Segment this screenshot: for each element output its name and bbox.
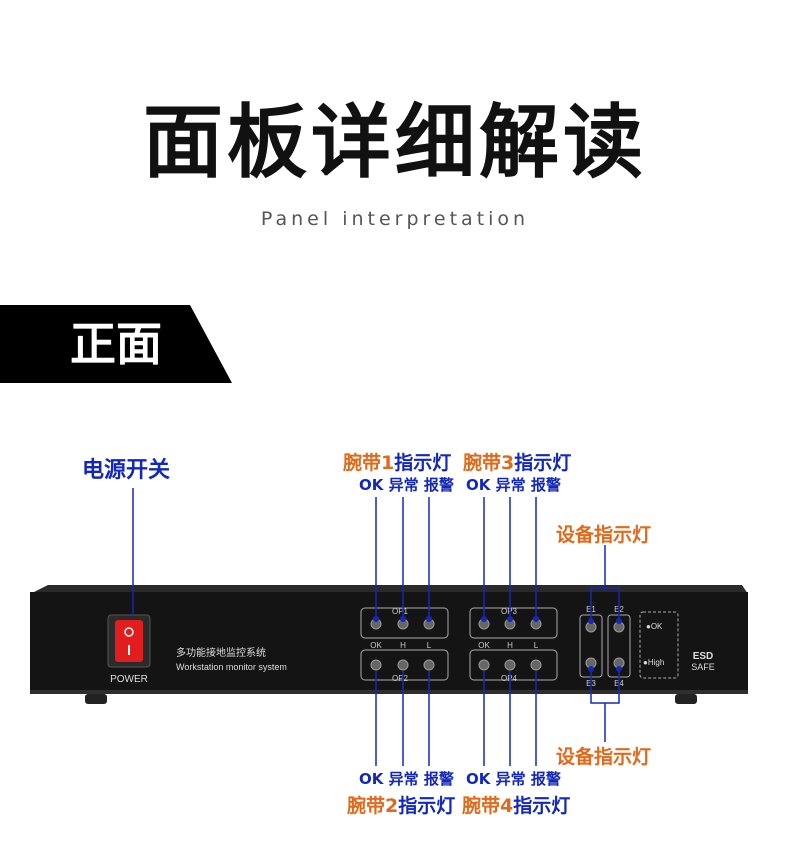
wristband3-suffix: 指示灯	[514, 452, 572, 474]
bottom-right-sublabels: OK 异常 报警	[466, 768, 561, 789]
section-label: 正面	[70, 317, 162, 371]
op1-text: OP1	[392, 607, 409, 616]
wristband4-suffix: 指示灯	[513, 795, 571, 817]
legend-frame	[639, 611, 679, 679]
wristband1-prefix: 腕带	[343, 452, 382, 474]
op-left-l-text: L	[427, 641, 432, 650]
section-banner	[0, 305, 232, 383]
op-right-h-text: H	[507, 641, 513, 650]
abnormal-label: 异常	[495, 770, 526, 788]
power-switch[interactable]	[115, 620, 143, 662]
power-off-mark-icon	[128, 645, 130, 655]
leader-dots	[373, 616, 622, 672]
wristband1-indicator-label: 腕带1指示灯	[343, 448, 451, 475]
alarm-label: 报警	[423, 476, 454, 494]
leader-dot	[507, 616, 513, 622]
esd-logo-top: ESD	[693, 651, 714, 662]
op3-frame	[469, 607, 558, 639]
device-name-cn: 多功能接地监控系统	[176, 646, 266, 659]
wristband2-num: 2	[385, 795, 399, 817]
device-indicator-label-bottom: 设备指示灯	[556, 746, 652, 768]
op2-l-led	[423, 659, 435, 671]
device-name-en: Workstation monitor system	[176, 662, 287, 672]
wristband3-num: 3	[501, 452, 515, 474]
op-left-h-text: H	[400, 641, 406, 650]
leader-dot	[373, 616, 379, 622]
op-right-l-text: L	[534, 641, 539, 650]
wristband2-prefix: 腕带	[347, 795, 386, 817]
op2-frame	[360, 649, 449, 681]
alarm-label: 报警	[530, 770, 561, 788]
leader-lines	[132, 488, 620, 766]
op4-ok-led	[478, 659, 490, 671]
wristband4-prefix: 腕带	[462, 795, 501, 817]
device-foot-left	[85, 694, 107, 704]
ok-label: OK	[359, 476, 384, 494]
op2-ok-led	[370, 659, 382, 671]
op4-l-led	[530, 659, 542, 671]
leader-dot	[426, 616, 432, 622]
ok-label: OK	[359, 770, 384, 788]
device-bottom-edge	[30, 690, 748, 694]
wristband3-indicator-label: 腕带3指示灯	[463, 448, 571, 475]
abnormal-label: 异常	[495, 476, 526, 494]
wristband1-suffix: 指示灯	[394, 452, 452, 474]
ok-label: OK	[466, 770, 491, 788]
power-on-mark-icon	[124, 627, 134, 637]
op2-h-led	[397, 659, 409, 671]
wristband4-num: 4	[500, 795, 514, 817]
leader-dot	[481, 616, 487, 622]
op-left-ok-text: OK	[370, 641, 382, 650]
page-title: 面板详细解读	[143, 96, 647, 189]
leader-dot	[533, 616, 539, 622]
power-text: POWER	[110, 674, 148, 685]
wristband2-suffix: 指示灯	[398, 795, 456, 817]
op4-h-led	[504, 659, 516, 671]
page-subtitle: Panel interpretation	[260, 208, 530, 230]
op-right-ok-text: OK	[478, 641, 490, 650]
alarm-label: 报警	[530, 476, 561, 494]
leader-dot	[588, 618, 594, 624]
leader-dot	[588, 666, 594, 672]
top-left-sublabels: OK 异常 报警	[359, 474, 454, 495]
wristband3-prefix: 腕带	[463, 452, 502, 474]
op4-frame	[469, 649, 558, 681]
abnormal-label: 异常	[388, 770, 419, 788]
alarm-label: 报警	[423, 770, 454, 788]
abnormal-label: 异常	[388, 476, 419, 494]
wristband2-indicator-label: 腕带2指示灯	[347, 791, 455, 818]
ok-label: OK	[466, 476, 491, 494]
legend-high-text: ●High	[643, 658, 664, 667]
device-foot-right	[675, 694, 697, 704]
leader-dot	[400, 616, 406, 622]
op2-text: OP2	[392, 674, 409, 683]
power-switch-label: 电源开关	[82, 458, 171, 483]
bottom-left-sublabels: OK 异常 报警	[359, 768, 454, 789]
device-indicator-label-top: 设备指示灯	[556, 524, 652, 546]
leader-dot	[616, 666, 622, 672]
op1-frame	[360, 607, 449, 639]
legend-ok-text: ●OK	[646, 622, 663, 631]
top-right-sublabels: OK 异常 报警	[466, 474, 561, 495]
wristband4-indicator-label: 腕带4指示灯	[462, 791, 570, 818]
wristband1-num: 1	[381, 452, 395, 474]
leader-dot	[616, 618, 622, 624]
esd-logo-bottom: SAFE	[691, 662, 715, 672]
